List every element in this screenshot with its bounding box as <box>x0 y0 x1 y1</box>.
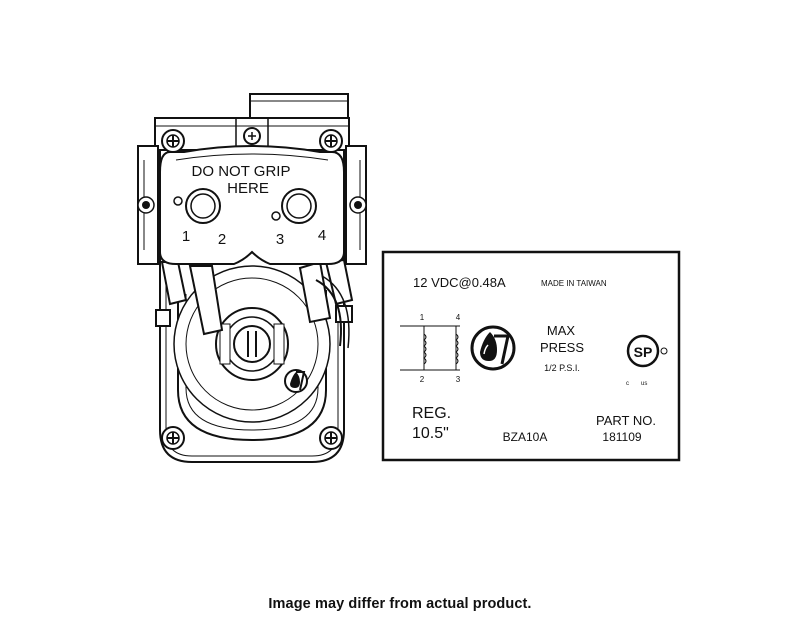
part-no-value: 181109 <box>602 430 641 444</box>
warning-line-2: HERE <box>227 180 269 197</box>
terminal-number-4: 4 <box>318 227 326 244</box>
max-press-line-2: PRESS <box>540 340 584 355</box>
left-terminal-b <box>188 265 224 336</box>
csa-us-text: us <box>641 381 647 387</box>
schematic-pin-1: 1 <box>420 313 425 322</box>
top-connector <box>249 93 349 121</box>
screw-top-left <box>161 129 185 153</box>
part-no-label: PART NO. <box>596 413 656 428</box>
screw-top-right <box>319 129 343 153</box>
screw-bottom-right <box>319 426 343 450</box>
schematic-pin-4: 4 <box>456 313 461 322</box>
reg-line-2: 10.5" <box>412 425 449 442</box>
terminal-number-2: 2 <box>218 231 226 248</box>
gas-valve <box>137 93 367 463</box>
screw-bottom-left <box>161 426 185 450</box>
wiring-schematic <box>400 325 460 371</box>
schematic-pin-3: 3 <box>456 375 461 384</box>
reg-line-1: REG. <box>412 405 451 422</box>
screw-top-center <box>243 127 261 145</box>
max-press-line-3: 1/2 P.S.I. <box>544 363 580 373</box>
terminal-number-3: 3 <box>276 231 284 248</box>
csa-mark-text: SP <box>634 344 653 360</box>
warning-line-1: DO NOT GRIP <box>192 163 291 180</box>
csa-certification-icon: SP c us <box>626 334 668 387</box>
water-drop-logo-small-icon <box>284 369 308 393</box>
label-origin: MADE IN TAIWAN <box>541 279 607 288</box>
model-number: BZA10A <box>503 430 548 444</box>
terminal-plate <box>159 145 345 265</box>
disclaimer-text: Image may differ from actual product. <box>268 596 532 612</box>
max-press-line-1: MAX <box>547 323 576 338</box>
label-rating: 12 VDC@0.48A <box>413 275 506 290</box>
water-drop-logo-icon <box>470 325 516 371</box>
regulator-knob <box>215 307 289 381</box>
rating-label: 12 VDC@0.48A MADE IN TAIWAN 1 4 2 3 MAX … <box>381 250 681 462</box>
schematic-pin-2: 2 <box>420 375 425 384</box>
terminal-number-1: 1 <box>182 228 190 245</box>
csa-c-text: c <box>626 381 629 387</box>
